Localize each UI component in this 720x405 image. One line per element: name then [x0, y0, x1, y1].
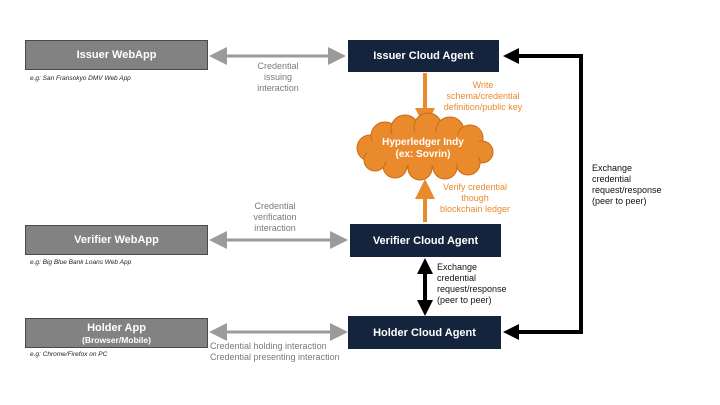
ledger-text: Hyperledger Indy (ex: Sovrin)	[356, 137, 490, 161]
write-label-line: definition/public key	[443, 102, 523, 112]
verifier-webapp-box: Verifier WebApp	[25, 225, 208, 255]
issuing-label: Credential issuing interaction	[238, 61, 318, 94]
exchange-inner-label-line: Exchange	[437, 262, 478, 272]
issuer-webapp-box: Issuer WebApp	[25, 40, 208, 70]
write-label-line: Write	[472, 80, 494, 90]
exchange-inner-label-line: request/response	[437, 284, 507, 294]
write-label-line: schema/credential	[446, 91, 520, 101]
verifier-agent-box: Verifier Cloud Agent	[350, 224, 501, 257]
verification-label-line: verification	[253, 212, 297, 222]
holding-label: Credential holding interaction Credentia…	[210, 341, 340, 363]
issuer-webapp-caption: e.g: San Fransokyo DMV Web App	[30, 75, 131, 82]
holder-app-sublabel: (Browser/Mobile)	[82, 334, 151, 345]
verify-label-line: blockchain ledger	[439, 204, 511, 214]
issuing-label-line: Credential	[257, 61, 299, 71]
holder-app-caption: e.g: Chrome/Firefox on PC	[30, 351, 108, 358]
verification-label-line: Credential	[254, 201, 296, 211]
write-label: Write schema/credential definition/publi…	[433, 80, 533, 113]
exchange-outer-label: Exchange credential request/response (pe…	[592, 163, 662, 207]
ledger-cloud	[356, 112, 494, 181]
verifier-webapp-label: Verifier WebApp	[74, 234, 159, 246]
holder-app-label: Holder App	[87, 321, 146, 334]
verify-label: Verify credential though blockchain ledg…	[433, 182, 517, 215]
holder-agent-box: Holder Cloud Agent	[348, 316, 501, 349]
exchange-outer-arrow	[503, 48, 583, 340]
issuer-webapp-label: Issuer WebApp	[76, 49, 157, 61]
verification-label: Credential verification interaction	[235, 201, 315, 234]
ledger-name: Hyperledger Indy	[382, 137, 464, 148]
holding-label-line: Credential presenting interaction	[210, 352, 340, 362]
exchange-outer-label-line: Exchange	[592, 163, 633, 173]
ledger-example: (ex: Sovrin)	[395, 149, 451, 160]
issuing-label-line: interaction	[257, 83, 299, 93]
holding-label-line: Credential holding interaction	[210, 341, 327, 351]
verify-label-line: though	[461, 193, 489, 203]
verifier-agent-label: Verifier Cloud Agent	[372, 234, 479, 247]
holder-app-box: Holder App (Browser/Mobile)	[25, 318, 208, 348]
exchange-outer-label-line: credential	[592, 174, 632, 184]
exchange-inner-label-line: (peer to peer)	[437, 295, 492, 305]
exchange-outer-label-line: (peer to peer)	[592, 196, 647, 206]
verification-label-line: interaction	[254, 223, 296, 233]
verifier-webapp-caption: e.g: Big Blue Bank Loans Web App	[30, 259, 132, 266]
exchange-outer-label-line: request/response	[592, 185, 662, 195]
exchange-inner-label: Exchange credential request/response (pe…	[437, 262, 507, 306]
issuer-agent-label: Issuer Cloud Agent	[373, 50, 474, 62]
exchange-inner-label-line: credential	[437, 273, 477, 283]
holder-agent-label: Holder Cloud Agent	[373, 326, 476, 339]
verify-label-line: Verify credential	[442, 182, 508, 192]
issuing-label-line: issuing	[263, 72, 292, 82]
issuer-agent-box: Issuer Cloud Agent	[348, 40, 499, 72]
